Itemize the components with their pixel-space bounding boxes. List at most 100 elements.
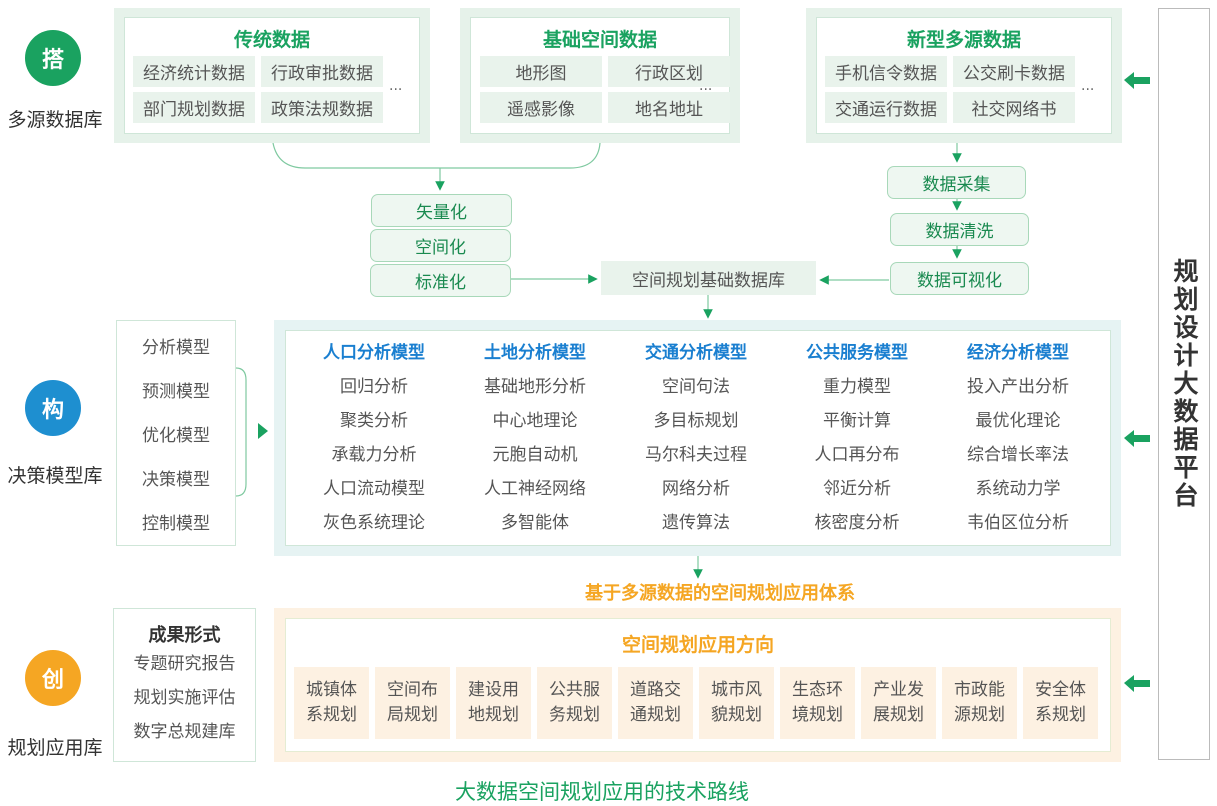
model-item: 韦伯区位分析 xyxy=(967,513,1069,533)
model-title: 交通分析模型 xyxy=(645,343,747,363)
application-line: 源规划 xyxy=(954,705,1005,725)
application-direction: 城市风貌规划 xyxy=(699,667,774,739)
data-source-item: 遥感影像 xyxy=(480,92,602,123)
model-item: 人口再分布 xyxy=(814,445,900,465)
big-data-platform: 规划设计大数据平台 xyxy=(1158,8,1210,760)
more-ellipsis: ... xyxy=(389,78,403,94)
application-direction: 生态环境规划 xyxy=(780,667,855,739)
more-ellipsis: ... xyxy=(699,78,713,94)
model-item: 综合增长率法 xyxy=(967,445,1069,465)
process-step: 矢量化 xyxy=(371,194,512,227)
data-source-item: 社交网络书 xyxy=(953,92,1075,123)
data-source-item: 经济统计数据 xyxy=(133,56,255,87)
data-source-item: 地形图 xyxy=(480,56,602,87)
process-step: 数据清洗 xyxy=(890,213,1029,246)
model-column: 人口分析模型回归分析聚类分析承载力分析人口流动模型灰色系统理论 xyxy=(294,336,454,540)
application-direction: 建设用地规划 xyxy=(456,667,531,739)
more-ellipsis: ... xyxy=(1081,78,1095,94)
data-source-group: 基础空间数据地形图行政区划遥感影像地名地址... xyxy=(460,8,740,143)
model-title: 公共服务模型 xyxy=(806,343,908,363)
application-line: 安全体 xyxy=(1035,680,1086,700)
process-step: 数据采集 xyxy=(887,166,1026,199)
application-line: 公共服 xyxy=(549,680,600,700)
output-item: 专题研究报告 xyxy=(133,654,236,674)
data-source-inner: 基础空间数据地形图行政区划遥感影像地名地址... xyxy=(470,17,730,134)
application-line: 生态环 xyxy=(792,680,843,700)
model-item: 空间句法 xyxy=(662,377,730,397)
application-direction: 道路交通规划 xyxy=(618,667,693,739)
data-source-title: 传统数据 xyxy=(233,29,310,51)
application-direction: 公共服务规划 xyxy=(537,667,612,739)
layer-badge: 创 xyxy=(25,650,81,706)
application-line: 城市风 xyxy=(711,680,762,700)
model-item: 平衡计算 xyxy=(823,411,891,431)
data-source-item: 公交刷卡数据 xyxy=(953,56,1075,87)
data-source-item: 手机信令数据 xyxy=(825,56,947,87)
application-direction: 安全体系规划 xyxy=(1023,667,1098,739)
data-source-title: 基础空间数据 xyxy=(542,29,657,51)
process-step: 空间化 xyxy=(370,229,511,262)
model-item: 人工神经网络 xyxy=(484,479,586,499)
model-item: 马尔科夫过程 xyxy=(645,445,747,465)
platform-label: 规划设计大数据平台 xyxy=(1170,258,1199,510)
process-step: 数据可视化 xyxy=(890,262,1029,295)
data-source-item: 部门规划数据 xyxy=(133,92,255,123)
model-item: 核密度分析 xyxy=(814,513,900,533)
application-panel: 空间规划应用方向 城镇体系规划空间布局规划建设用地规划公共服务规划道路交通规划城… xyxy=(274,608,1121,762)
application-direction: 空间布局规划 xyxy=(375,667,450,739)
application-title: 空间规划应用方向 xyxy=(621,634,774,656)
model-title: 人口分析模型 xyxy=(323,343,425,363)
application-line: 产业发 xyxy=(873,680,924,700)
model-item: 聚类分析 xyxy=(340,411,408,431)
model-item: 重力模型 xyxy=(823,377,891,397)
model-column: 土地分析模型基础地形分析中心地理论元胞自动机人工神经网络多智能体 xyxy=(455,336,615,540)
model-item: 遗传算法 xyxy=(662,513,730,533)
data-source-item: 交通运行数据 xyxy=(825,92,947,123)
model-item: 系统动力学 xyxy=(975,479,1061,499)
data-source-item: 行政审批数据 xyxy=(261,56,383,87)
model-column: 经济分析模型投入产出分析最优化理论综合增长率法系统动力学韦伯区位分析 xyxy=(938,336,1098,540)
application-line: 地规划 xyxy=(468,705,519,725)
model-item: 多智能体 xyxy=(501,513,569,533)
application-line: 城镇体 xyxy=(306,680,357,700)
output-item: 数字总规建库 xyxy=(133,722,236,742)
data-source-group: 新型多源数据手机信令数据公交刷卡数据交通运行数据社交网络书... xyxy=(806,8,1122,143)
data-source-item: 行政区划 xyxy=(608,56,730,87)
model-title: 经济分析模型 xyxy=(967,343,1069,363)
model-item: 网络分析 xyxy=(662,479,730,499)
model-column: 交通分析模型空间句法多目标规划马尔科夫过程网络分析遗传算法 xyxy=(616,336,776,540)
application-line: 道路交 xyxy=(630,680,681,700)
data-source-item: 政策法规数据 xyxy=(261,92,383,123)
models-panel: 人口分析模型回归分析聚类分析承载力分析人口流动模型灰色系统理论土地分析模型基础地… xyxy=(274,320,1121,556)
application-line: 务规划 xyxy=(549,705,600,725)
model-type: 决策模型 xyxy=(142,470,210,490)
model-type: 分析模型 xyxy=(142,338,210,358)
layer-badge: 搭 xyxy=(25,30,81,86)
model-item: 元胞自动机 xyxy=(492,445,578,465)
application-direction: 产业发展规划 xyxy=(861,667,936,739)
model-item: 最优化理论 xyxy=(975,411,1061,431)
data-source-group: 传统数据经济统计数据行政审批数据部门规划数据政策法规数据... xyxy=(114,8,430,143)
model-types-box: 分析模型预测模型优化模型决策模型控制模型 xyxy=(116,320,236,546)
model-type: 预测模型 xyxy=(142,382,210,402)
application-line: 系规划 xyxy=(306,705,357,725)
spatial-planning-database: 空间规划基础数据库 xyxy=(601,261,816,295)
application-line: 通规划 xyxy=(630,705,681,725)
layer-badge: 构 xyxy=(25,380,81,436)
application-line: 局规划 xyxy=(387,705,438,725)
process-step: 标准化 xyxy=(370,264,511,297)
output-item: 规划实施评估 xyxy=(133,688,236,708)
model-item: 中心地理论 xyxy=(492,411,578,431)
model-type: 优化模型 xyxy=(142,426,210,446)
application-line: 建设用 xyxy=(468,680,519,700)
model-type: 控制模型 xyxy=(142,514,210,534)
model-column: 公共服务模型重力模型平衡计算人口再分布邻近分析核密度分析 xyxy=(777,336,937,540)
model-item: 多目标规划 xyxy=(653,411,739,431)
application-direction: 城镇体系规划 xyxy=(294,667,369,739)
layer-label: 多源数据库 xyxy=(7,109,103,131)
data-source-inner: 传统数据经济统计数据行政审批数据部门规划数据政策法规数据... xyxy=(124,17,420,134)
application-line: 貌规划 xyxy=(711,705,762,725)
application-line: 境规划 xyxy=(792,705,843,725)
model-item: 回归分析 xyxy=(340,377,408,397)
